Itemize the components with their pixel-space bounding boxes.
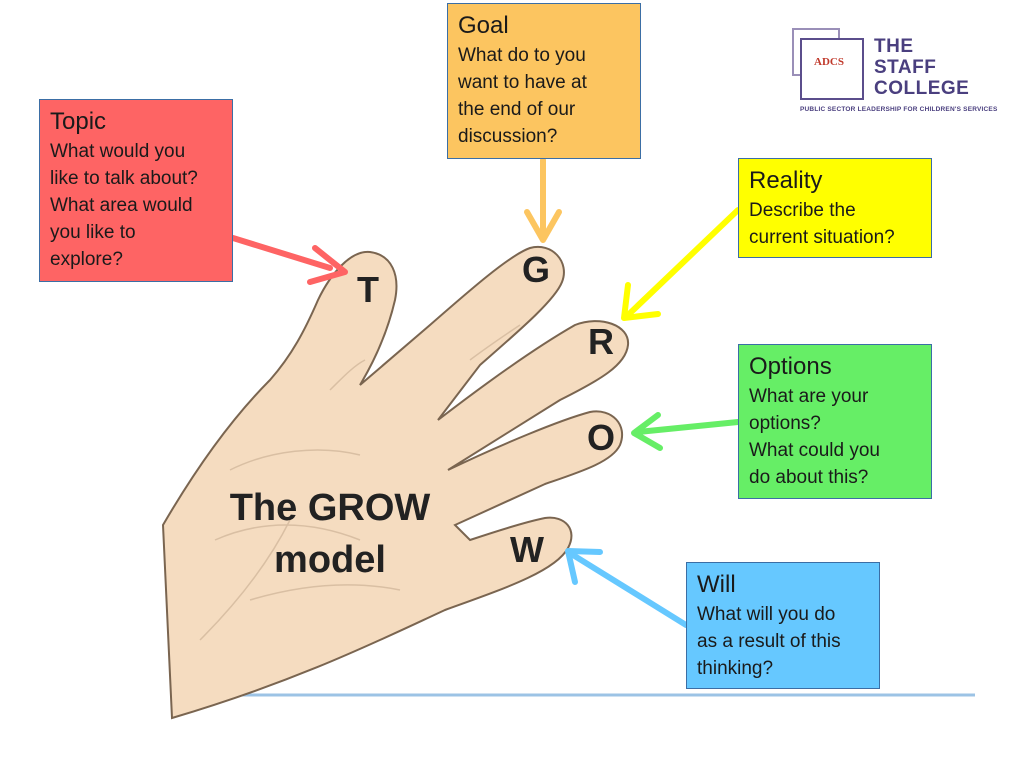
hand-outline (161, 245, 630, 720)
options-box: Options What are your options? What coul… (738, 344, 932, 499)
will-body: What will you do as a result of this thi… (697, 604, 841, 679)
options-heading: Options (749, 353, 832, 380)
goal-body: What do to you want to have at the end o… (458, 45, 587, 147)
topic-heading: Topic (50, 108, 107, 135)
palm-line-2 (214, 524, 361, 541)
arrows (230, 157, 741, 628)
arrow-topic (230, 235, 333, 271)
topic-body: What would you like to talk about? What … (50, 141, 198, 270)
arrow-reality (625, 207, 741, 318)
palm-line-3 (249, 584, 401, 601)
arrow-will (570, 552, 689, 628)
will-box: Will What will you do as a result of thi… (686, 562, 880, 689)
arrow-will-head (565, 548, 603, 585)
palm-line-4 (199, 519, 291, 641)
knuckle-line-1 (329, 359, 366, 391)
finger-letter-w: W (510, 529, 544, 570)
arrow-topic-head (307, 245, 348, 285)
finger-letter-t: T (357, 269, 379, 310)
hand-illustration (161, 245, 630, 720)
arrow-reality-head (621, 282, 661, 321)
model-title: The GROW model (229, 487, 431, 581)
finger-letter-g: G (522, 249, 551, 290)
arrow-options (635, 419, 741, 435)
staff-college-logo: ADCS THE STAFF COLLEGE PUBLIC SECTOR LEA… (790, 28, 997, 120)
logo-abbr: ADCS (814, 56, 844, 68)
topic-box: Topic What would you like to talk about?… (39, 99, 233, 282)
goal-heading: Goal (458, 12, 509, 39)
logo-square-front (800, 38, 864, 100)
arrow-goal-head (524, 209, 562, 243)
will-heading: Will (697, 571, 736, 598)
reality-box: Reality Describe the current situation? (738, 158, 932, 258)
finger-letter-o: O (587, 417, 616, 458)
goal-box: Goal What do to you want to have at the … (447, 3, 641, 159)
logo-tagline: PUBLIC SECTOR LEADERSHIP FOR CHILDREN'S … (800, 106, 998, 113)
finger-letter-r: R (588, 321, 614, 362)
arrow-options-head (631, 412, 663, 451)
reality-heading: Reality (749, 167, 823, 194)
knuckle-line-2 (469, 324, 521, 361)
logo-name: THE STAFF COLLEGE (874, 36, 970, 99)
palm-line-1 (229, 449, 361, 471)
reality-body: Describe the current situation? (749, 200, 895, 248)
options-body: What are your options? What could you do… (749, 386, 880, 488)
